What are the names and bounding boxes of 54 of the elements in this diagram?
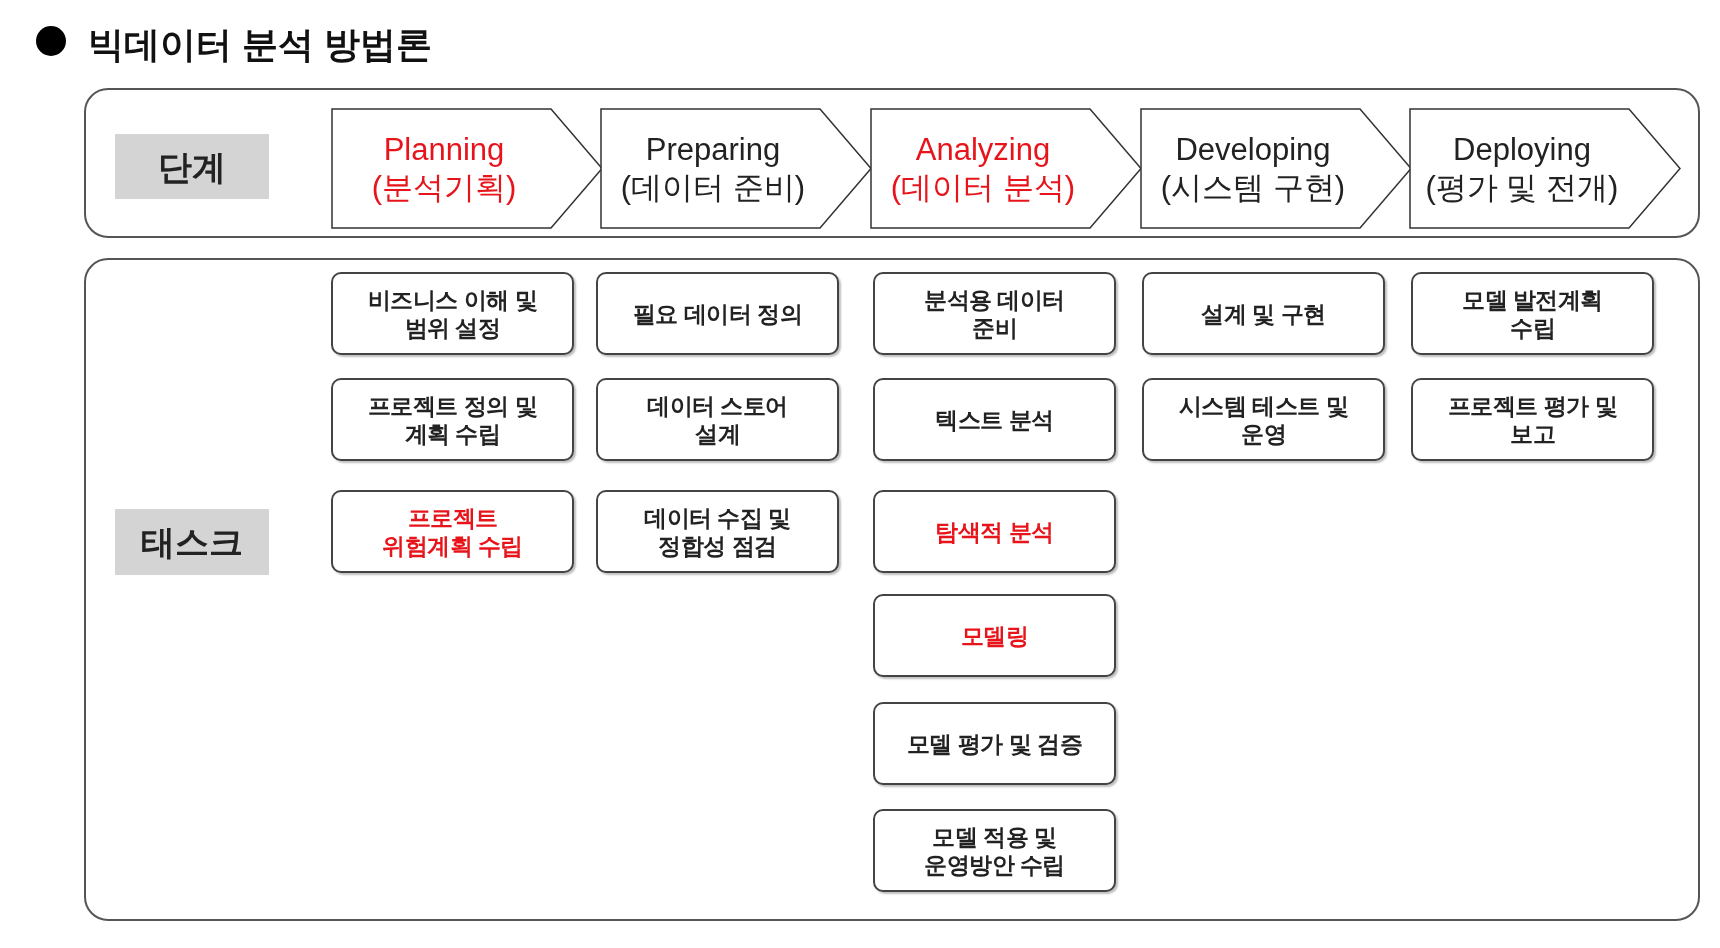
- chevron-step: [331, 108, 603, 229]
- panel: [84, 258, 1700, 921]
- node-text: Preparing: [645, 130, 781, 169]
- task-box: [1142, 378, 1385, 461]
- task-box: [873, 702, 1116, 785]
- task-box: [873, 594, 1116, 677]
- chevron-step: [600, 108, 872, 229]
- stage-label-box: [115, 509, 269, 575]
- node-text: 설계 및 구현: [1201, 299, 1326, 328]
- task-box: [596, 272, 839, 355]
- node-subtext: (분석기획): [371, 168, 517, 207]
- task-box: [1411, 378, 1654, 461]
- task-box: [331, 378, 574, 461]
- task-box: [331, 490, 574, 573]
- node-text: 모델 평가 및 검증: [906, 729, 1083, 758]
- node-text: 프로젝트 위험계획 수립: [381, 503, 524, 560]
- node-text: 프로젝트 정의 및 계획 수립: [366, 391, 539, 448]
- node-text: 모델링: [960, 621, 1029, 650]
- node-subtext: (데이터 분석): [890, 168, 1076, 207]
- task-box: [873, 378, 1116, 461]
- panel: [84, 88, 1700, 238]
- chevron-step: [870, 108, 1142, 229]
- task-box: [596, 378, 839, 461]
- node-text: 데이터 수집 및 정합성 점검: [643, 503, 792, 560]
- title: 빅데이터 분석 방법론: [88, 23, 432, 67]
- node-text: 모델 발전계획 수립: [1461, 285, 1604, 342]
- task-box: [873, 490, 1116, 573]
- stage-label-box: [115, 134, 269, 199]
- node-text: 태스크: [141, 525, 243, 559]
- task-box: [1411, 272, 1654, 355]
- node-text: Developing: [1175, 130, 1331, 169]
- node-subtext: (시스템 구현): [1160, 168, 1346, 207]
- node-subtext: (평가 및 전개): [1425, 168, 1619, 207]
- node-text: 필요 데이터 정의: [632, 299, 803, 328]
- node-text: 데이터 스토어 설계: [646, 391, 789, 448]
- node-text: Planning: [383, 130, 505, 169]
- node-text: 탐색적 분석: [935, 517, 1054, 546]
- node-text: 비즈니스 이해 및 범위 설정: [366, 285, 539, 342]
- task-box: [596, 490, 839, 573]
- node-text: 시스템 테스트 및 운영: [1177, 391, 1350, 448]
- chevron-step: [1409, 108, 1681, 229]
- node-text: 모델 적용 및 운영방안 수립: [923, 822, 1066, 879]
- node-text: 분석용 데이터 준비: [923, 285, 1066, 342]
- chevron-step: [1140, 108, 1412, 229]
- task-box: [873, 272, 1116, 355]
- task-box: [873, 809, 1116, 892]
- task-box: [1142, 272, 1385, 355]
- node-text: Analyzing: [915, 130, 1051, 169]
- node-text: 프로젝트 평가 및 보고: [1446, 391, 1619, 448]
- node-text: Deploying: [1453, 130, 1591, 169]
- node-text: 단계: [158, 149, 226, 184]
- task-box: [331, 272, 574, 355]
- node-text: 텍스트 분석: [935, 405, 1054, 434]
- node-subtext: (데이터 준비): [620, 168, 806, 207]
